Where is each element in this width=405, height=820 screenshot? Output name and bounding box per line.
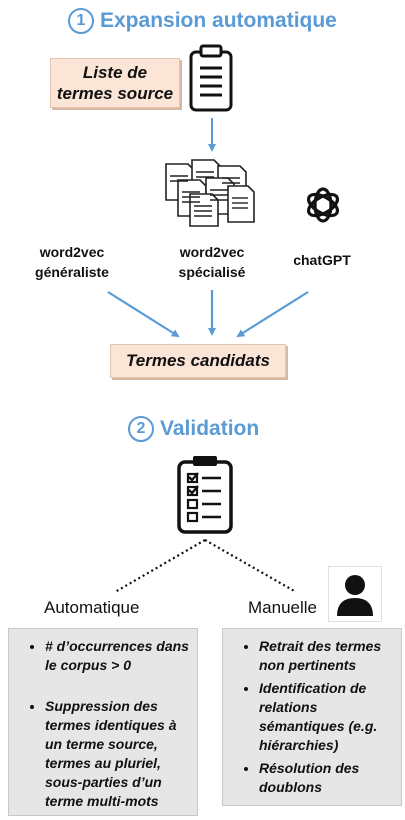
manual-item-1: Retrait des termes non pertinents bbox=[259, 637, 395, 675]
manual-criteria-box: Retrait des termes non pertinents Identi… bbox=[222, 628, 402, 806]
section1-heading: 1 Expansion automatique bbox=[68, 8, 337, 34]
source-generalist-line2: généraliste bbox=[35, 264, 109, 280]
automatic-item-2: Suppression des termes identiques à un t… bbox=[45, 697, 191, 811]
source-generalist-line1: word2vec bbox=[39, 244, 105, 260]
source-specialised-line2: spécialisé bbox=[178, 264, 246, 280]
arrow-generalist bbox=[107, 291, 180, 338]
section1-number: 1 bbox=[68, 8, 94, 34]
user-avatar-icon bbox=[328, 566, 382, 622]
branch-manual-line bbox=[204, 539, 297, 593]
clipboard-list-icon bbox=[189, 44, 233, 112]
section2-number: 2 bbox=[128, 416, 154, 442]
source-list-label-line2: termes source bbox=[56, 84, 174, 103]
source-word2vec-generalist: word2vec généraliste bbox=[22, 242, 122, 282]
chatgpt-logo-icon bbox=[306, 187, 340, 223]
source-specialised-line1: word2vec bbox=[179, 244, 245, 260]
automatic-criteria-box: # d’occurrences dans le corpus > 0 Suppr… bbox=[8, 628, 198, 816]
manual-item-3: Résolution des doublons bbox=[259, 759, 395, 797]
section1-title: Expansion automatique bbox=[100, 9, 337, 32]
source-chatgpt: chatGPT bbox=[282, 250, 362, 270]
branch-manual-label: Manuelle bbox=[248, 598, 317, 617]
automatic-item-1: # d’occurrences dans le corpus > 0 bbox=[45, 637, 191, 675]
source-list-scroll: Liste de termes source bbox=[50, 58, 180, 108]
checklist-icon bbox=[177, 456, 233, 534]
branch-automatic-label: Automatique bbox=[44, 598, 140, 617]
documents-stack-icon bbox=[165, 159, 255, 227]
source-word2vec-specialised: word2vec spécialisé bbox=[164, 242, 260, 282]
candidates-scroll: Termes candidats bbox=[110, 344, 286, 378]
section2-heading: 2 Validation bbox=[128, 416, 259, 442]
source-chatgpt-line1: chatGPT bbox=[293, 252, 351, 268]
section2-title: Validation bbox=[160, 417, 260, 440]
branch-automatic-line bbox=[114, 539, 206, 593]
source-list-label-line1: Liste de bbox=[82, 63, 148, 82]
manual-item-2: Identification de relations sémantiques … bbox=[259, 679, 395, 755]
arrow-chatgpt bbox=[236, 291, 309, 338]
candidates-label: Termes candidats bbox=[126, 351, 270, 370]
